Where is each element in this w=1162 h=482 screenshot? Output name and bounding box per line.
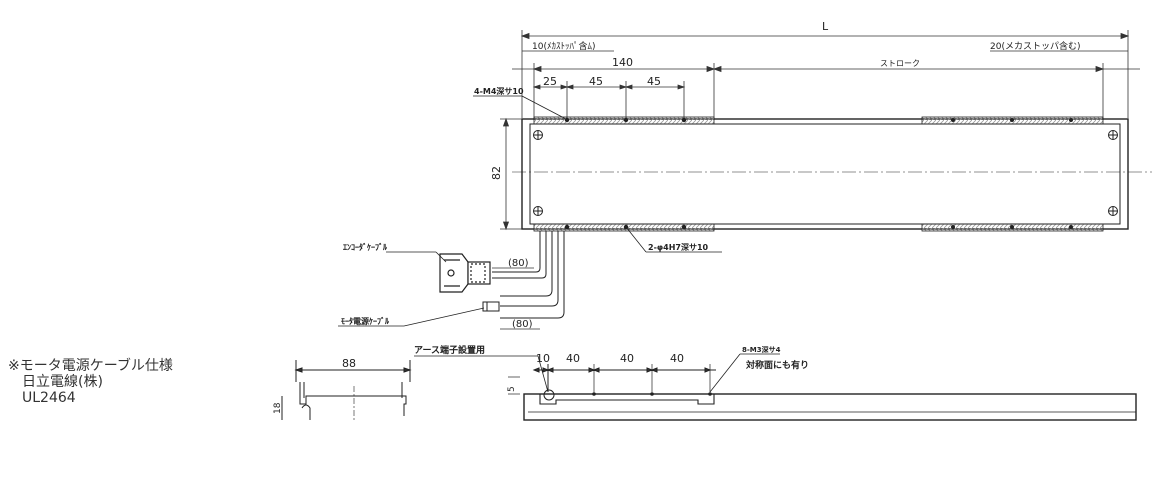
label-width: 82 [490, 166, 503, 180]
label-cable-length-2: (80) [512, 319, 533, 330]
dimension-width [500, 117, 522, 231]
leader-m3-holes [709, 353, 780, 393]
label-m3-holes: 8-M3深サ4 [742, 345, 781, 354]
leader-pin-holes [625, 226, 722, 253]
label-motor-cable: ﾓｰﾀ電源ｹｰﾌﾞﾙ [341, 316, 390, 326]
dimension-carriage-stroke [512, 63, 1140, 120]
mounting-holes [564, 117, 1073, 230]
label-right-margin: 20(メカストッパ含む) [990, 40, 1080, 52]
leader-ground-terminal [414, 355, 549, 393]
label-ground-terminal: アース端子設置用 [414, 344, 485, 356]
label-bottom-dim-4: 40 [670, 352, 684, 365]
label-stroke: ストローク [880, 59, 920, 68]
label-hole-offset: 25 [543, 75, 557, 88]
label-carriage-length: 140 [612, 56, 633, 69]
side-view-holes [592, 392, 712, 396]
label-hole-pitch-2: 45 [647, 75, 661, 88]
label-cable-length-1: (80) [508, 258, 529, 269]
dimension-hole-pitch [532, 81, 686, 120]
label-overall-length: L [822, 20, 829, 33]
note-line-2: 日立電線(株) [22, 374, 103, 390]
label-pin-holes: 2-φ4H7深サ10 [648, 242, 709, 252]
note-line-3: UL2464 [22, 390, 76, 406]
end-view [281, 360, 412, 420]
label-bottom-dim-2: 40 [566, 352, 580, 365]
actuator-body [512, 118, 1152, 230]
leader-encoder-cable [386, 251, 447, 263]
label-left-margin: 10(ﾒｶｽﾄｯﾊﾟ含ﾑ) [532, 40, 595, 52]
cable-spec-note: ※モータ電源ケーブル仕様 日立電線(株) UL2464 [8, 358, 173, 406]
label-opposite-side: 対称面にも有り [745, 359, 809, 371]
label-bottom-small: 5 [507, 386, 517, 392]
leader-top-holes [473, 95, 567, 120]
side-view [508, 364, 1137, 421]
label-top-holes: 4-M4深サ10 [474, 86, 524, 96]
encoder-connector [439, 253, 491, 293]
leader-motor-cable [338, 307, 485, 327]
motor-connector [482, 301, 500, 312]
label-hole-pitch-1: 45 [589, 75, 603, 88]
label-bottom-dim-1: 10 [536, 352, 550, 365]
dimension-overall-length [520, 30, 1130, 118]
label-bottom-height: 18 [273, 402, 283, 414]
label-bottom-width: 88 [342, 357, 356, 370]
corner-screws [533, 130, 1118, 216]
cable-length-lines [492, 267, 540, 330]
note-line-1: ※モータ電源ケーブル仕様 [8, 358, 173, 374]
label-encoder-cable: ｴﾝｺｰﾀﾞｹｰﾌﾞﾙ [343, 242, 388, 252]
label-bottom-dim-3: 40 [620, 352, 634, 365]
cable-bundle [492, 231, 565, 319]
